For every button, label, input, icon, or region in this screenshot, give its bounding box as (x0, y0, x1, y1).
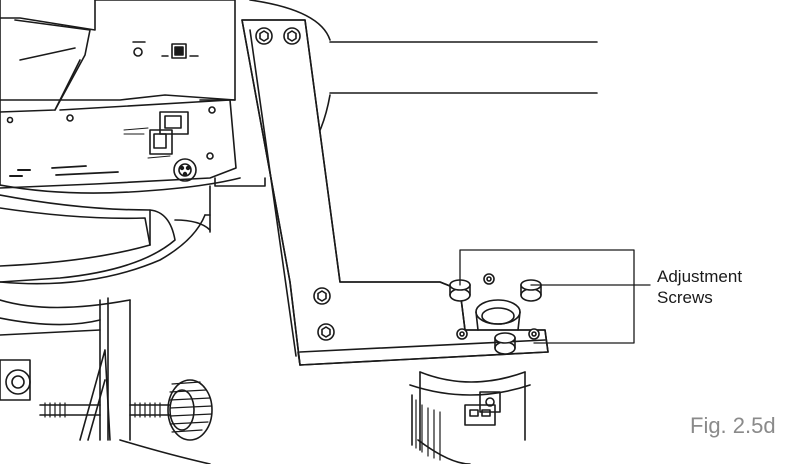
adjustment-screws-label: Adjustment Screws (657, 266, 742, 308)
adjustment-screw (494, 332, 516, 355)
adjustment-plate (449, 273, 542, 355)
bracket-bolt (283, 27, 301, 45)
condenser-assembly (409, 371, 531, 464)
bracket-bolt (317, 323, 335, 341)
callout-line-2: Screws (657, 288, 713, 307)
upper-housing (0, 0, 331, 285)
hex-screw (528, 328, 540, 340)
bracket-bolt (313, 287, 331, 305)
callout-leader-lines (459, 249, 651, 344)
bracket-bolt (255, 27, 273, 45)
hex-screw (483, 273, 495, 285)
adjustment-screw (520, 279, 542, 302)
reference-lines (329, 41, 598, 94)
hex-screw (456, 328, 468, 340)
lower-stand (0, 297, 213, 464)
l-bracket (241, 19, 549, 366)
figure-label: Fig. 2.5d (690, 413, 776, 438)
callout-line-1: Adjustment (657, 267, 743, 286)
